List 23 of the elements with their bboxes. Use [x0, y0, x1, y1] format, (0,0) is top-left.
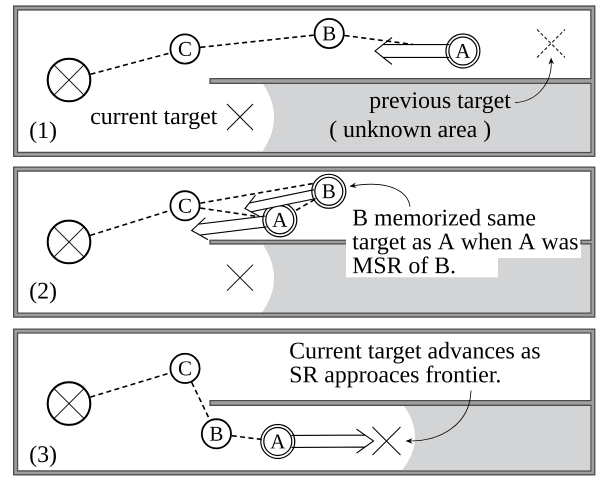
dashed-line	[200, 34, 314, 48]
dashed-line	[90, 210, 170, 236]
dashed-line	[200, 182, 315, 204]
annotation: previous target	[370, 92, 511, 114]
dashed-target-cross	[536, 29, 566, 58]
dashed-line	[344, 34, 414, 46]
target-cross	[372, 426, 401, 456]
annotation: B memorized same target as A when A was MSR of B.	[352, 208, 578, 274]
block-arrow	[191, 215, 268, 240]
crossed-circle	[46, 220, 92, 264]
dashed-line	[293, 198, 316, 212]
annotation: Current target advances as SR approaces frontier.	[290, 342, 540, 388]
crossed-circle	[46, 58, 92, 102]
block-arrow	[290, 428, 374, 454]
dashed-line	[232, 434, 262, 440]
annotation: current target	[91, 110, 218, 130]
crossed-circle	[46, 381, 92, 426]
unknown-area	[402, 406, 590, 470]
block-arrow	[244, 189, 316, 218]
block-arrow	[374, 36, 450, 66]
dashed-line	[90, 52, 170, 75]
dashed-line	[191, 382, 210, 420]
dashed-line	[90, 372, 170, 398]
